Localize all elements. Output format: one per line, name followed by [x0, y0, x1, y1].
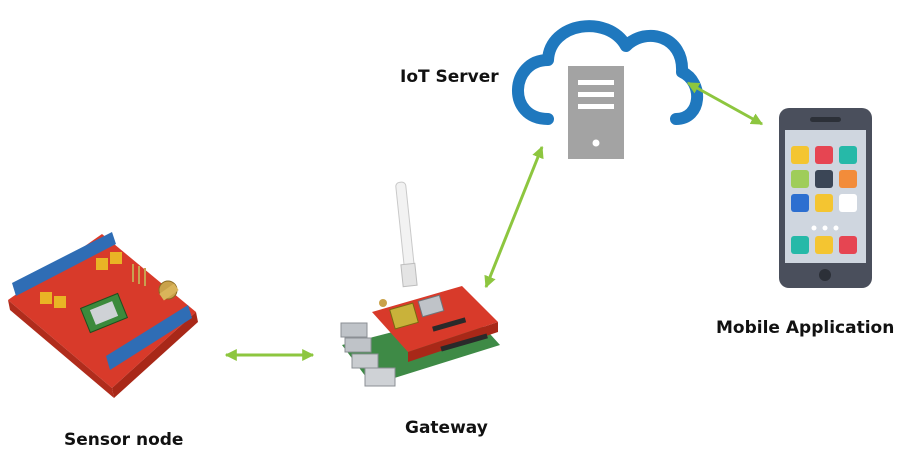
- app-icon-grid: [791, 146, 857, 254]
- app-icon: [839, 146, 857, 164]
- app-icon: [791, 146, 809, 164]
- app-icon: [815, 146, 833, 164]
- app-icon: [791, 194, 809, 212]
- lora-hat: [372, 286, 498, 352]
- app-icon: [839, 170, 857, 188]
- connection-arrows: [224, 81, 764, 361]
- cloud-outline: [512, 20, 703, 125]
- app-icon: [839, 236, 857, 254]
- iot-server-label: IoT Server: [400, 67, 499, 87]
- smartphone-icon: [779, 108, 872, 288]
- sensor-node-board-icon: [8, 232, 198, 398]
- antenna: [395, 181, 415, 271]
- arrow-server-mobile: [686, 81, 764, 126]
- pin-header-back: [12, 232, 116, 296]
- app-icon: [791, 170, 809, 188]
- gateway-label: Gateway: [405, 418, 488, 438]
- gateway-board-icon: [340, 181, 500, 387]
- sensor-node-label: Sensor node: [64, 430, 184, 450]
- mobile-application-label: Mobile Application: [716, 318, 895, 338]
- app-icon: [815, 194, 833, 212]
- app-icon: [791, 236, 809, 254]
- app-icon: [815, 170, 833, 188]
- app-icon: [815, 236, 833, 254]
- cloud-server-icon: [512, 20, 703, 159]
- arrow-gateway-server: [484, 145, 544, 289]
- app-icon: [839, 194, 857, 212]
- pin-header-front: [106, 305, 192, 370]
